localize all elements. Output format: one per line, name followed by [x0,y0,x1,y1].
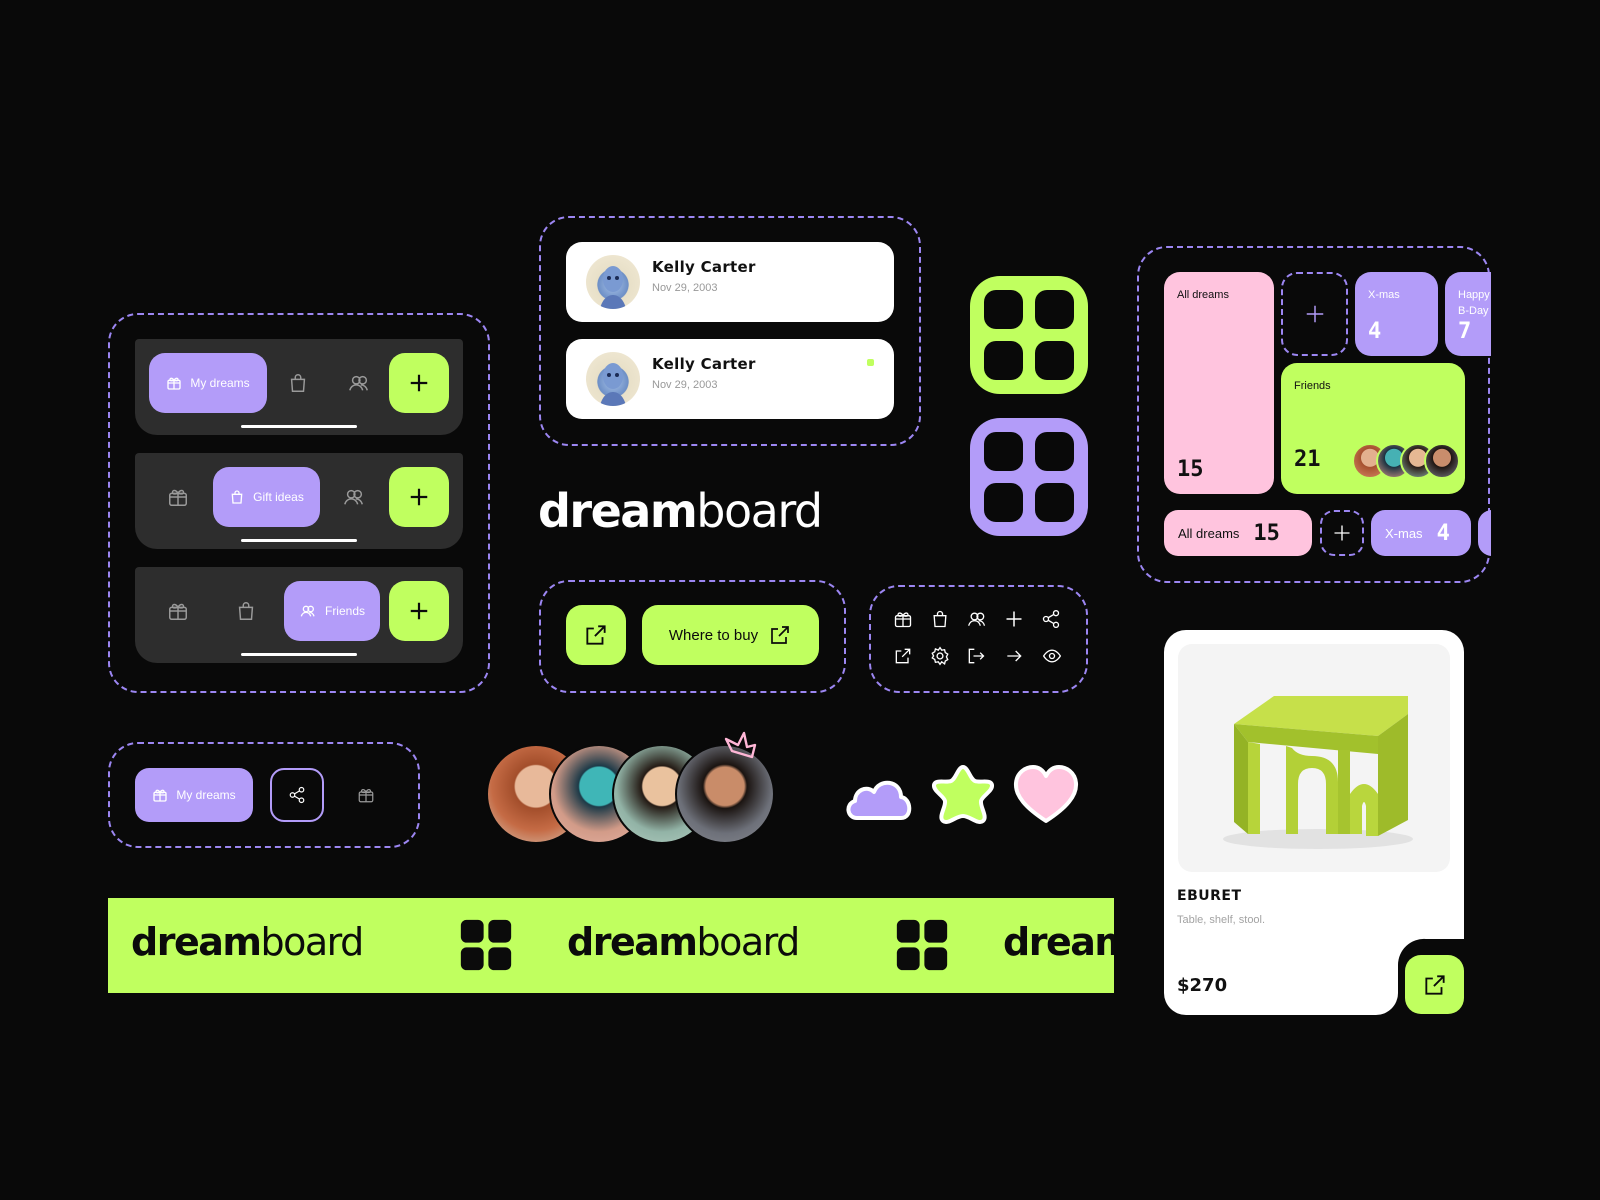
plus-icon [1334,525,1350,541]
share-icon [289,786,305,804]
gift-icon[interactable] [167,486,189,508]
gift-icon [894,612,912,628]
banner-wordmark: dreamboard [567,920,800,964]
arrow-right-icon [1007,650,1022,662]
home-indicator [241,653,357,656]
contact-date: Nov 29, 2003 [652,282,718,294]
gift-icon[interactable] [357,786,375,804]
contact-card[interactable]: Kelly Carter Nov 29, 2003 [566,339,894,419]
chip-all-dreams[interactable]: All dreams 15 [1164,510,1312,556]
contact-date: Nov 29, 2003 [652,379,718,391]
external-link-icon [771,626,789,644]
external-link-button[interactable] [566,605,626,665]
friends-icon[interactable] [343,486,365,508]
where-to-buy-button[interactable]: Where to buy [642,605,819,665]
logout-icon [968,648,985,664]
add-button[interactable] [389,353,449,413]
product-description: Table, shelf, stool. [1177,914,1266,926]
nav-bar-gift-ideas: Gift ideas [135,453,463,549]
chip-xmas[interactable]: X-mas 4 [1371,510,1471,556]
avatar [586,255,640,309]
add-board-button[interactable] [1281,272,1348,356]
product-image [1178,644,1450,872]
external-link-icon [1424,974,1445,995]
navbar-variants-panel [108,313,490,693]
buttons-panel [539,580,846,693]
add-button[interactable] [389,581,449,641]
nav-tab-label: My dreams [190,376,250,390]
brand-banner: dreamboard dreamboard dreamboard [108,898,1114,993]
avatar [675,744,775,844]
online-indicator [867,359,874,366]
chip-more[interactable] [1478,510,1491,556]
nav-bar-friends: Friends [135,567,463,663]
mini-nav-panel [108,742,420,848]
settings-icon [931,646,949,666]
cloud-icon [846,780,912,820]
app-logo-lilac-icon [970,418,1088,536]
nav-tab-my-dreams[interactable]: My dreams [149,353,267,413]
shopping-bag-icon[interactable] [287,372,309,394]
nav-tab-label: Friends [324,604,365,618]
gift-icon [167,377,181,390]
nav-tab-label: My dreams [176,788,236,802]
product-price: $270 [1177,975,1228,996]
app-logo-icon [460,919,512,971]
nav-tab-friends[interactable]: Friends [284,581,380,641]
add-chip-button[interactable] [1320,510,1364,556]
heart-icon [1013,765,1079,823]
share-button[interactable] [270,768,324,822]
shopping-bag-icon [231,490,243,504]
shopping-bag-icon[interactable] [235,600,257,622]
crown-icon [724,731,757,759]
board-tile-friends[interactable]: Friends 21 [1281,363,1465,494]
banner-wordmark: dreamboard [131,920,364,964]
friends-icon[interactable] [348,372,370,394]
shopping-bag-icon [933,610,947,628]
plus-icon [410,602,428,620]
app-logo-lime-icon [970,276,1088,394]
banner-wordmark: dreamboard [1003,920,1114,964]
friends-icon [300,605,315,617]
button-label: Where to buy [668,626,759,644]
nav-tab-gift-ideas[interactable]: Gift ideas [213,467,320,527]
gift-icon[interactable] [167,600,189,622]
home-indicator [241,425,357,428]
star-icon [932,765,994,824]
board-tile-xmas[interactable]: X-mas 4 [1355,272,1438,356]
external-link-icon [895,648,911,664]
brand-wordmark: dreamboard [538,484,823,538]
gift-icon [153,789,167,802]
contact-name: Kelly Carter [652,258,756,276]
contact-cards-panel [539,216,921,446]
avatar [586,352,640,406]
app-logo-icon [896,919,948,971]
add-button[interactable] [389,467,449,527]
plus-icon [410,374,428,392]
nav-tab-my-dreams[interactable]: My dreams [135,768,253,822]
external-link-icon [586,625,606,645]
open-product-button[interactable] [1405,955,1464,1014]
share-icon [1042,610,1060,628]
contact-card[interactable]: Kelly Carter Nov 29, 2003 [566,242,894,322]
icon-set [893,609,1073,679]
nav-bar-my-dreams: My dreams [135,339,463,435]
board-grid-panel [1137,246,1490,583]
avatar [1424,443,1460,479]
nav-tab-label: Gift ideas [253,490,304,504]
contact-name: Kelly Carter [652,355,756,373]
board-tile-all-dreams[interactable]: All dreams 15 [1164,272,1274,494]
icon-set-panel [869,585,1088,693]
product-card[interactable]: EBURET Table, shelf, stool. $270 [1164,630,1464,1015]
plus-icon [1306,305,1323,323]
plus-icon [1006,611,1022,627]
product-name: EBURET [1177,888,1242,904]
friends-icon [968,612,986,626]
avatar-stack [486,744,781,846]
board-tile-bday[interactable]: Happy B-Day 7 [1445,272,1491,356]
plus-icon [410,488,428,506]
eye-icon [1042,649,1062,663]
board-grid-clip: All dreams 15 X-mas 4 Happy B-Day 7 Frie… [1164,272,1491,566]
home-indicator [241,539,357,542]
